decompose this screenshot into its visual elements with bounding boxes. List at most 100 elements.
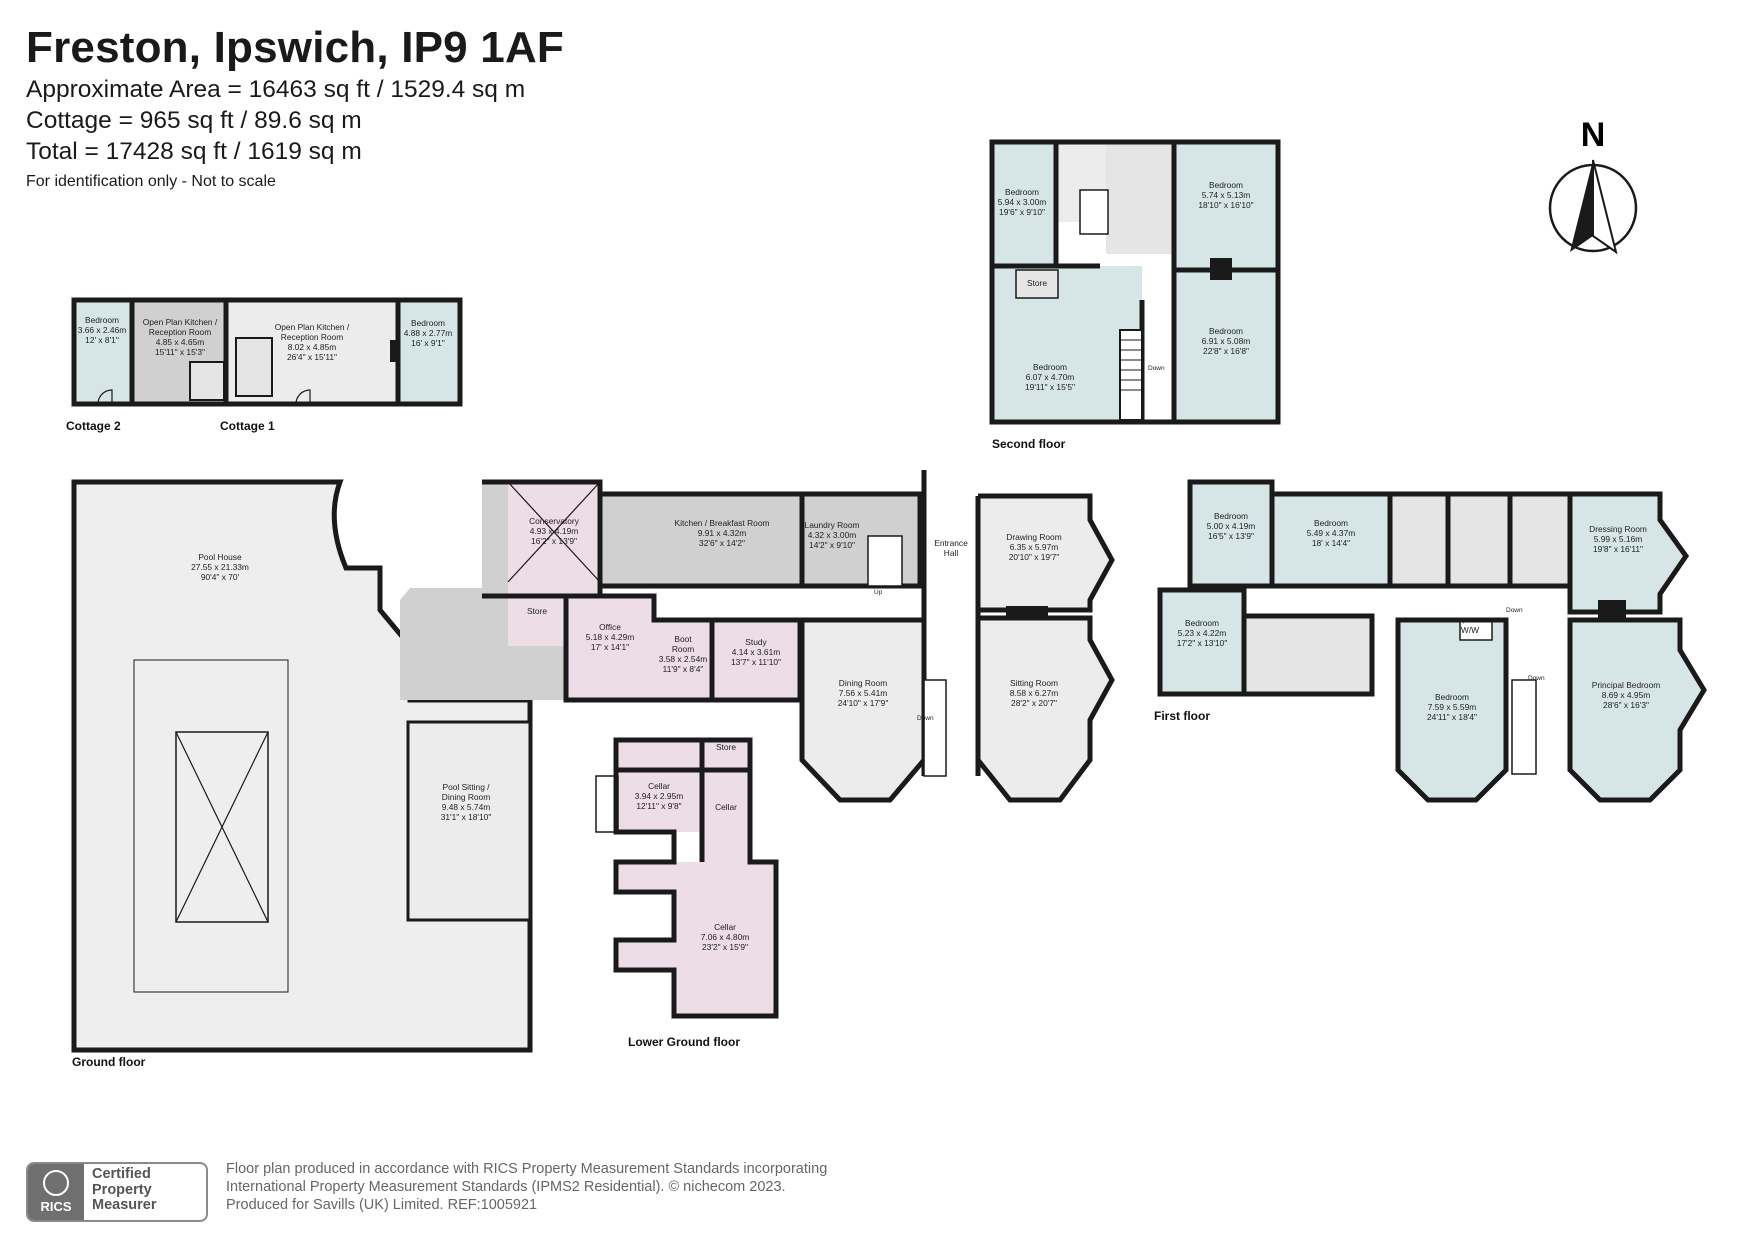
stair-marker-up: Up	[1458, 617, 1467, 624]
second-floor-plan: Second floor	[989, 139, 1281, 451]
room-label-line: 7.06 x 4.80m	[701, 932, 749, 942]
room-drawing	[978, 496, 1112, 610]
room-c2-bedroom	[74, 300, 132, 404]
room-label-line: Bedroom	[1185, 618, 1219, 628]
room-office	[566, 596, 654, 700]
stair-marker-up: Up	[874, 589, 883, 596]
room-label-line: 12' x 8'1"	[85, 335, 119, 345]
room-label-line: 4.14 x 3.61m	[732, 647, 780, 657]
room-label-line: 4.85 x 4.65m	[156, 337, 204, 347]
room-boot	[654, 620, 712, 700]
room-label-line: 19'6" x 9'10"	[999, 207, 1045, 217]
room-label-line: Bedroom	[1005, 187, 1039, 197]
room-label-line: Open Plan Kitchen /	[275, 322, 350, 332]
room-label-line: 11'9" x 8'4"	[663, 664, 704, 674]
room-c1-bedroom	[398, 300, 460, 404]
lower-ground-floor-plan: Lower Ground floor	[595, 737, 779, 1049]
room-lg-store	[616, 740, 750, 770]
footer-note: Floor plan produced in accordance with R…	[226, 1160, 827, 1214]
compass-label: N	[1581, 116, 1606, 154]
room-label-line: Store	[1027, 278, 1047, 288]
room-label-line: 24'11" x 18'4"	[1427, 712, 1477, 722]
room-label-line: 4.93 x 4.19m	[530, 526, 578, 536]
room-label-line: Pool Sitting /	[442, 782, 490, 792]
room-pool-sitting	[408, 722, 530, 920]
approximate-area: Approximate Area = 16463 sq ft / 1529.4 …	[26, 76, 526, 103]
room-label-line: Bedroom	[1214, 511, 1248, 521]
room-label-line: 5.00 x 4.19m	[1207, 521, 1255, 531]
room-label-line: 19'8" x 16'11"	[1593, 544, 1643, 554]
room-ff-bed4	[1398, 620, 1506, 800]
room-ff-bed1	[1190, 482, 1272, 586]
room-label-line: 19'11" x 15'5"	[1025, 382, 1075, 392]
room-label-line: Kitchen / Breakfast Room	[675, 518, 770, 528]
room-label-line: Hall	[944, 548, 959, 558]
room-label-line: 4.32 x 3.00m	[808, 530, 856, 540]
room-label-line: Sitting Room	[1010, 678, 1058, 688]
room-label-line: 7.56 x 5.41m	[839, 688, 887, 698]
room-label-line: 5.18 x 4.29m	[586, 632, 634, 642]
room-label-line: Dining Room	[442, 792, 490, 802]
room-label-line: Store	[527, 606, 547, 616]
room-label-line: 5.23 x 4.22m	[1178, 628, 1226, 638]
footer-line-3: Produced for Savills (UK) Limited. REF:1…	[226, 1197, 538, 1213]
room-label-line: 7.59 x 5.59m	[1428, 702, 1476, 712]
room-label-line: Bedroom	[1435, 692, 1469, 702]
room-label-line: Dressing Room	[1589, 524, 1647, 534]
room-label-line: 16'2" x 13'9"	[531, 536, 577, 546]
room-label-line: 28'2" x 20'7"	[1011, 698, 1057, 708]
room-dining	[802, 620, 924, 800]
room-label-ff-wiw: W/W	[1461, 625, 1479, 635]
room-label-line: 22'8" x 16'8"	[1203, 346, 1249, 356]
room-label-line: Laundry Room	[805, 520, 860, 530]
stair-marker-down: Down	[1528, 675, 1545, 682]
room-sitting	[978, 618, 1112, 800]
rics-certified-badge: RICS Certified Property Measurer	[26, 1162, 208, 1222]
total-area: Total = 17428 sq ft / 1619 sq m	[26, 138, 362, 165]
room-label-line: Conservatory	[529, 516, 580, 526]
room-ff-bed3	[1160, 590, 1244, 694]
header: Freston, Ipswich, IP9 1AF Approximate Ar…	[26, 22, 564, 191]
room-label-lg-cellar2: Cellar	[715, 802, 737, 812]
room-label-line: Open Plan Kitchen /	[143, 317, 218, 327]
room-label-line: 31'1" x 18'10"	[441, 812, 492, 822]
footer-line-1: Floor plan produced in accordance with R…	[226, 1161, 828, 1177]
room-label-line: 9.48 x 5.74m	[442, 802, 490, 812]
room-label-line: Bedroom	[1033, 362, 1067, 372]
room-label-line: 27.55 x 21.33m	[191, 562, 249, 572]
room-label-line: 16' x 9'1"	[411, 338, 445, 348]
room-label-line: Bedroom	[411, 318, 445, 328]
room-label-line: Pool House	[198, 552, 242, 562]
room-sf-bed-se	[1174, 270, 1278, 422]
room-label-line: 26'4" x 15'11"	[287, 352, 337, 362]
room-sf-bed-nw	[992, 142, 1056, 266]
room-sf-bed-ne	[1174, 142, 1278, 270]
room-lg-cellar3	[674, 862, 776, 1016]
room-label-line: 6.91 x 5.08m	[1202, 336, 1250, 346]
room-ff-principal	[1570, 620, 1704, 800]
room-label-line: 12'11" x 9'8"	[636, 801, 681, 811]
room-label-line: Principal Bedroom	[1592, 680, 1660, 690]
room-label-line: 20'10" x 19'7"	[1009, 552, 1060, 562]
label-second-floor: Second floor	[992, 437, 1066, 451]
room-label-line: 15'11" x 15'3"	[155, 347, 205, 357]
stair-marker-down: Down	[917, 715, 934, 722]
room-study	[712, 620, 800, 700]
